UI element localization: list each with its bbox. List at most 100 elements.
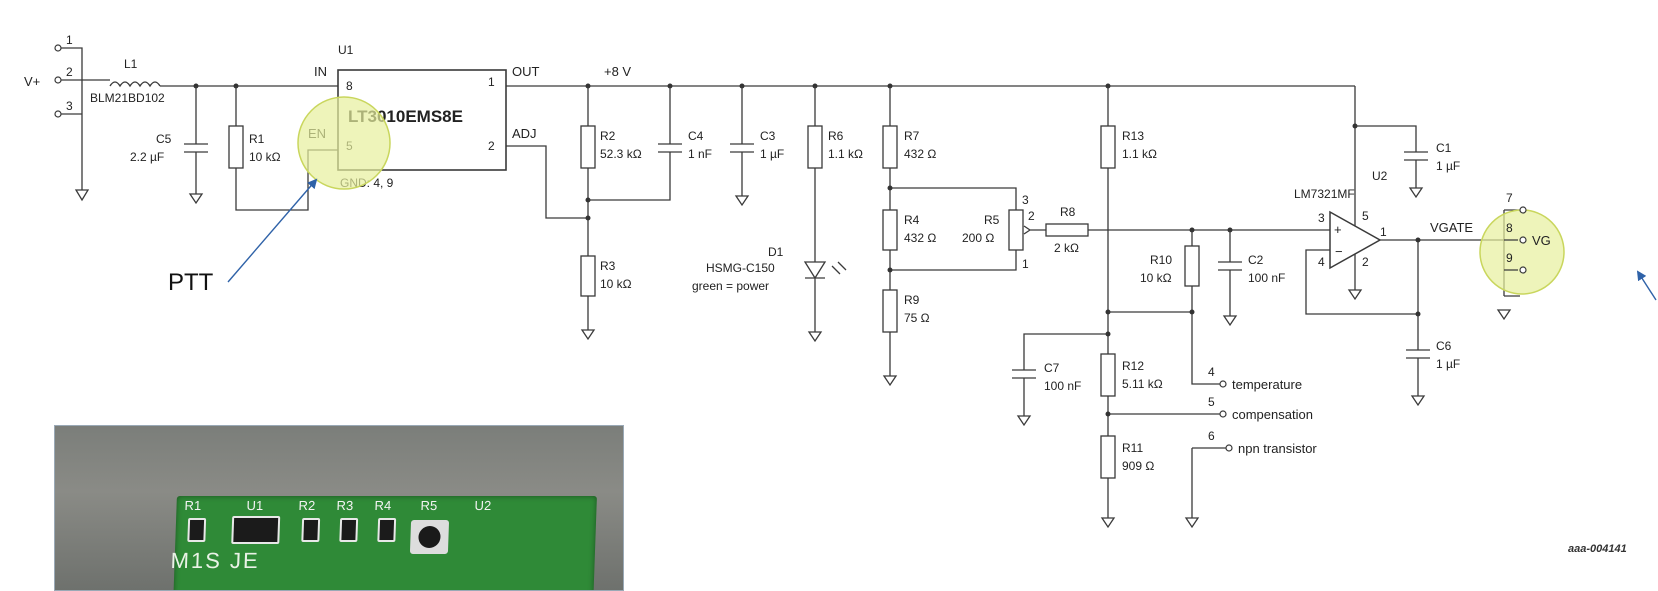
output-pin-6 xyxy=(1225,444,1233,452)
resistor-r3: R3 10 kΩ xyxy=(580,255,632,341)
r3-value: 10 kΩ xyxy=(600,277,632,291)
output-pin-7-label: 7 xyxy=(1506,191,1513,205)
r4-ref: R4 xyxy=(904,213,920,227)
c1-value: 1 µF xyxy=(1436,159,1460,173)
rail-label: +8 V xyxy=(604,64,631,79)
l1-value: BLM21BD102 xyxy=(90,91,165,105)
r1-value: 10 kΩ xyxy=(249,150,281,164)
output-pin-5 xyxy=(1219,410,1227,418)
r7-ref: R7 xyxy=(904,129,920,143)
c2-value: 100 nF xyxy=(1248,271,1285,285)
pcb-part-r5 xyxy=(409,520,450,554)
r8-value: 2 kΩ xyxy=(1054,241,1079,255)
output-4-pin: 4 xyxy=(1208,365,1215,379)
l1-ref: L1 xyxy=(124,57,138,71)
output-taps: 4 5 6 temperature compensation npn trans… xyxy=(1184,365,1317,529)
ptt-label: PTT xyxy=(168,269,214,296)
r1-ref: R1 xyxy=(249,132,265,146)
inductor-l1: L1 BLM21BD102 xyxy=(90,57,338,105)
input-pin-3-label: 3 xyxy=(66,99,73,113)
figure-reference: aaa-004141 xyxy=(1568,543,1627,555)
r5-ref: R5 xyxy=(984,213,1000,227)
r9-value: 75 Ω xyxy=(904,311,930,325)
u2-pin-5: 5 xyxy=(1362,209,1369,223)
u2-minus: − xyxy=(1335,244,1343,259)
c7-value: 100 nF xyxy=(1044,379,1081,393)
r12-ref: R12 xyxy=(1122,359,1144,373)
output-6-pin: 6 xyxy=(1208,429,1215,443)
r13-value: 1.1 kΩ xyxy=(1122,147,1157,161)
capacitor-c7: C7 100 nF xyxy=(1012,333,1108,427)
c4-value: 1 nF xyxy=(688,147,712,161)
output-net-label: VG xyxy=(1532,233,1551,248)
u1-pin-adj-label: ADJ xyxy=(512,126,537,141)
pcb-part-r4 xyxy=(377,518,397,542)
resistor-r2: R2 52.3 kΩ xyxy=(580,83,642,256)
r5-pin-1: 1 xyxy=(1022,257,1029,271)
d1-note: green = power xyxy=(692,279,769,293)
ptt-arrow xyxy=(227,178,318,283)
pcb-part-r3 xyxy=(339,518,359,542)
silk-board-text: M1S JE xyxy=(170,548,261,573)
u1-ref: U1 xyxy=(338,43,354,57)
input-pin-1 xyxy=(54,44,62,52)
silk-u1: U1 xyxy=(246,498,264,513)
c3-ref: C3 xyxy=(760,129,776,143)
resistor-r6: R6 1.1 kΩ xyxy=(807,83,863,262)
u2-pin-2: 2 xyxy=(1362,255,1369,269)
c5-ref: C5 xyxy=(156,132,172,146)
c4-ref: C4 xyxy=(688,129,704,143)
u2-pin-3: 3 xyxy=(1318,211,1325,225)
r10-ref: R10 xyxy=(1150,253,1172,267)
silk-r4: R4 xyxy=(374,498,392,513)
resistor-r11: R11 909 Ω xyxy=(1100,435,1154,529)
u1-pin-in-label: IN xyxy=(314,64,327,79)
resistor-r9: R9 75 Ω xyxy=(882,289,930,387)
output-pin-7 xyxy=(1519,206,1527,214)
input-pin-3 xyxy=(54,110,62,118)
c5-value: 2.2 µF xyxy=(130,150,164,164)
resistor-r13: R13 1.1 kΩ xyxy=(1100,83,1157,354)
u1-pin-out-num: 1 xyxy=(488,75,495,89)
d1-ref: D1 xyxy=(768,245,784,259)
output-6-label: npn transistor xyxy=(1238,441,1317,456)
resistor-r4: R4 432 Ω xyxy=(882,209,1017,290)
output-5-label: compensation xyxy=(1232,407,1313,422)
potentiometer-r5: R5 200 Ω 3 2 1 xyxy=(962,193,1046,271)
capacitor-c1: C1 1 µF xyxy=(1352,123,1460,199)
input-pin-2-label: 2 xyxy=(66,65,73,79)
r4-value: 432 Ω xyxy=(904,231,936,245)
output-pin-9-label: 9 xyxy=(1506,251,1513,265)
r3-ref: R3 xyxy=(600,259,616,273)
r13-ref: R13 xyxy=(1122,129,1144,143)
capacitor-c3: C3 1 µF xyxy=(730,83,784,207)
resistor-r7: R7 432 Ω xyxy=(882,83,1017,210)
output-pin-8-label: 8 xyxy=(1506,221,1513,235)
resistor-r12: R12 5.11 kΩ xyxy=(1100,353,1220,436)
r5-pin-3: 3 xyxy=(1022,193,1029,207)
r11-ref: R11 xyxy=(1122,441,1143,455)
r2-value: 52.3 kΩ xyxy=(600,147,642,161)
output-pin-8 xyxy=(1519,236,1527,244)
capacitor-c6: C6 1 µF xyxy=(1406,314,1460,407)
resistor-r8: R8 2 kΩ xyxy=(1045,205,1306,255)
c3-value: 1 µF xyxy=(760,147,784,161)
capacitor-c4: C4 1 nF xyxy=(588,83,712,201)
r6-value: 1.1 kΩ xyxy=(828,147,863,161)
output-4-label: temperature xyxy=(1232,377,1302,392)
pcb-board: R1 U1 R2 R3 R4 R5 U2 M1S JE xyxy=(170,496,597,590)
vg-highlight xyxy=(1479,209,1565,295)
c6-ref: C6 xyxy=(1436,339,1452,353)
r10-value: 10 kΩ xyxy=(1140,271,1172,285)
capacitor-c2: C2 100 nF xyxy=(1218,227,1285,327)
resistor-r10: R10 10 kΩ xyxy=(1108,227,1220,385)
u1-pin-adj-num: 2 xyxy=(488,139,495,153)
vgate-net-label: VGATE xyxy=(1430,220,1473,235)
c2-ref: C2 xyxy=(1248,253,1264,267)
en-pin-highlight xyxy=(297,96,391,190)
pcb-part-r1 xyxy=(187,518,207,542)
silk-u2: U2 xyxy=(474,498,492,513)
input-pin-2 xyxy=(54,76,62,84)
r5-value: 200 Ω xyxy=(962,231,994,245)
